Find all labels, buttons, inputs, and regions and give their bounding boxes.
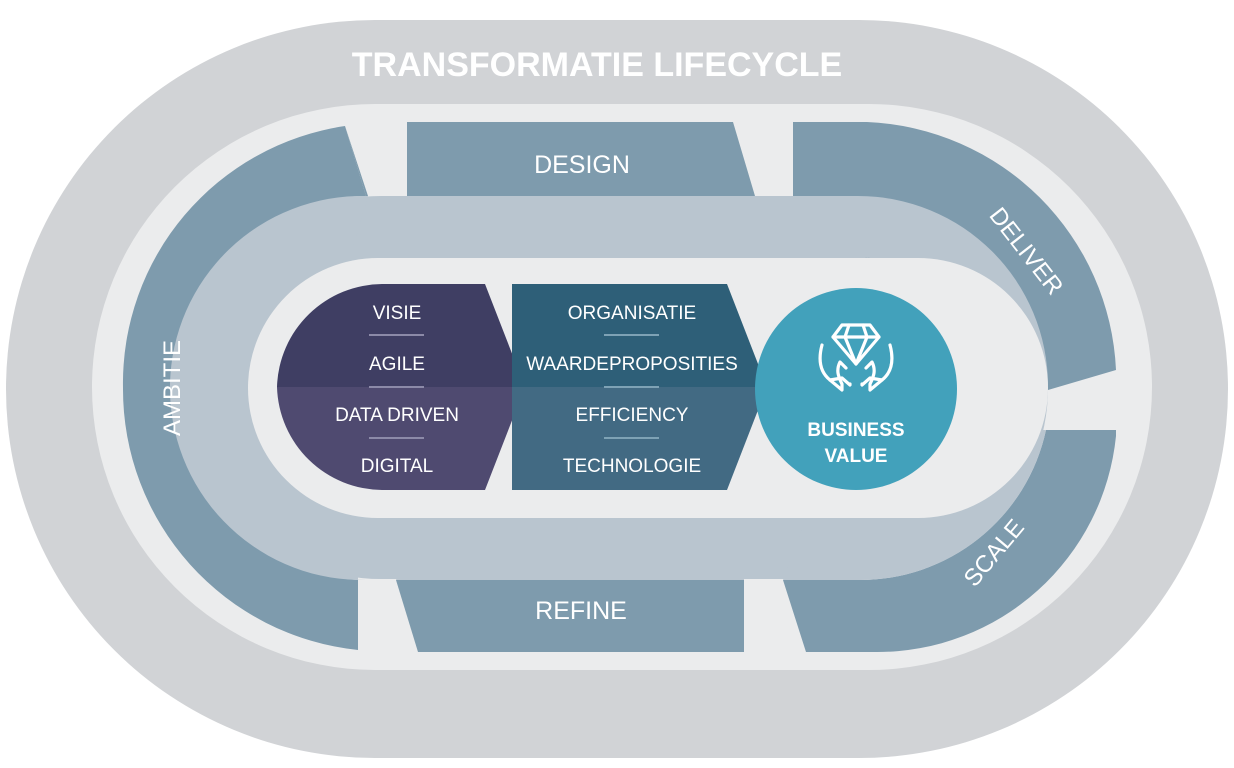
stage-ambitie-arc [122,126,366,650]
stage-design-light [407,196,755,257]
stage-label-ambitie: AMBITIE [159,340,186,436]
middle-block-item: ORGANISATIE [568,303,696,324]
left-block-item: DATA DRIVEN [335,405,459,426]
diamond-hands-icon [818,323,894,392]
left-block-item: AGILE [369,354,425,375]
stage-scale-arc [783,430,1116,653]
middle-block-item: WAARDEPROPOSITIES [526,354,738,375]
diagram-title: TRANSFORMATIE LIFECYCLE [352,46,842,84]
middle-block: ORGANISATIE WAARDEPROPOSITIES EFFICIENCY… [512,284,767,490]
stage-ambitie-arrow [345,126,368,196]
stage-refine-light [396,518,744,580]
business-value-line1: BUSINESS [807,420,904,441]
left-block: VISIE AGILE DATA DRIVEN DIGITAL [277,283,525,491]
stage-refine-bar [396,580,744,652]
business-value-line2: VALUE [825,446,888,467]
stage-design-bar [407,122,755,196]
middle-block-item: EFFICIENCY [576,405,689,426]
stage-label-design: DESIGN [534,151,630,179]
business-value: BUSINESS VALUE [755,288,957,490]
left-block-item: VISIE [373,303,422,324]
business-value-circle [755,288,957,490]
stage-label-refine: REFINE [535,597,627,625]
left-block-item: DIGITAL [361,456,434,477]
middle-block-item: TECHNOLOGIE [563,456,701,477]
